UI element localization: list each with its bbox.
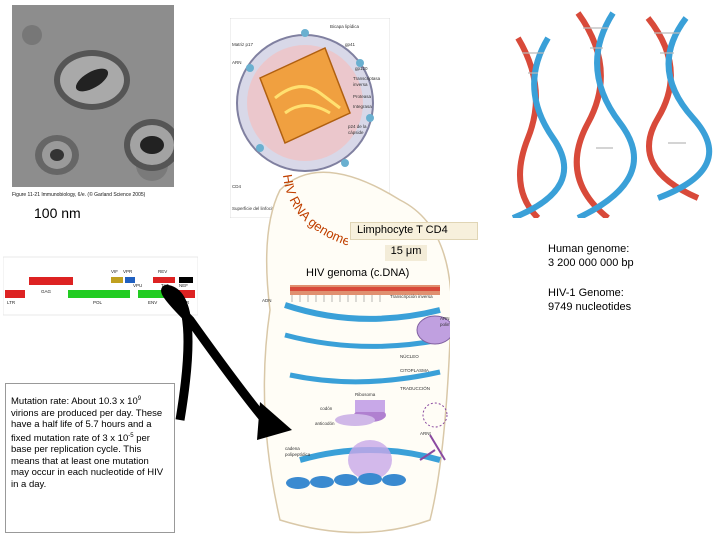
hiv1-genome-size: 9749 nucleotides xyxy=(548,301,632,313)
svg-text:cápside: cápside xyxy=(348,130,364,135)
dna-double-helix xyxy=(508,8,718,221)
svg-text:codón: codón xyxy=(320,406,333,411)
mutation-exponent-1: 9 xyxy=(137,396,142,402)
mutation-text-1: Mutation rate: About 10.3 x 10 xyxy=(11,396,138,408)
svg-text:ARN: ARN xyxy=(232,60,242,65)
svg-text:NÚCLEO: NÚCLEO xyxy=(400,353,419,359)
cdna-label: HIV genoma (c.DNA) xyxy=(306,267,410,279)
scale-label: 100 nm xyxy=(34,205,81,221)
hiv-rna-genome-text: HIV RNA genome xyxy=(280,173,353,248)
svg-text:ARNt: ARNt xyxy=(420,431,432,436)
svg-text:Transcripción inversa: Transcripción inversa xyxy=(390,294,433,299)
svg-text:cadena: cadena xyxy=(285,446,300,451)
human-genome-title: Human genome: xyxy=(548,243,630,255)
em-caption: Figure 11-21 Immunobiology, 6/e. (© Garl… xyxy=(12,192,146,198)
svg-text:NEF: NEF xyxy=(179,283,188,288)
lymphocyte-cell-diagram: Transcripción inversa ADN ARN polimerasa… xyxy=(260,160,463,540)
svg-text:gp120: gp120 xyxy=(355,66,368,71)
svg-text:GAG: GAG xyxy=(41,289,52,294)
svg-text:ADN: ADN xyxy=(262,298,272,303)
svg-text:polimerasa: polimerasa xyxy=(440,322,450,327)
svg-text:VPR: VPR xyxy=(123,269,133,274)
svg-text:p24 de la: p24 de la xyxy=(348,124,367,129)
svg-text:Ribosoma: Ribosoma xyxy=(355,392,376,397)
svg-text:polipeptídica: polipeptídica xyxy=(285,452,311,457)
mutation-rate-note: Mutation rate: About 10.3 x 109 virions … xyxy=(5,383,175,533)
mutation-text-3: per base per replication cycle. This mea… xyxy=(11,432,164,490)
svg-text:anticodón: anticodón xyxy=(315,421,335,426)
hiv-rna-genome-label: HIV RNA genome xyxy=(278,170,353,255)
svg-text:Matriz p17: Matriz p17 xyxy=(232,42,254,47)
human-genome-label: Human genome: 3 200 000 000 bp xyxy=(548,242,634,270)
svg-text:ARN: ARN xyxy=(440,316,450,321)
svg-text:VIF: VIF xyxy=(111,269,118,274)
svg-text:Bicapa lipídica: Bicapa lipídica xyxy=(330,24,360,29)
svg-text:TRADUCCIÓN: TRADUCCIÓN xyxy=(400,385,430,391)
hiv1-genome-title: HIV-1 Genome: xyxy=(548,287,624,299)
svg-text:inversa: inversa xyxy=(353,82,368,87)
svg-text:Proteasa: Proteasa xyxy=(353,94,372,99)
cell-size-label: 15 μm xyxy=(385,245,427,261)
mutation-exponent-2: -5 xyxy=(128,432,134,439)
svg-text:LTR: LTR xyxy=(7,300,16,305)
svg-text:ENV: ENV xyxy=(148,300,157,305)
svg-text:HIV RNA genome: HIV RNA genome xyxy=(280,173,348,248)
svg-text:REV: REV xyxy=(158,269,167,274)
svg-text:gp41: gp41 xyxy=(345,42,356,47)
svg-text:POL: POL xyxy=(93,300,103,305)
svg-text:Superficie del linfocito T: Superficie del linfocito T xyxy=(232,206,280,211)
svg-text:CITOPLASMA: CITOPLASMA xyxy=(400,368,429,373)
electron-micrograph xyxy=(12,5,174,203)
svg-text:Integrasa: Integrasa xyxy=(353,104,372,109)
cd4-label: Limphocyte T CD4 xyxy=(350,222,478,240)
human-genome-size: 3 200 000 000 bp xyxy=(548,257,634,269)
svg-text:CD4: CD4 xyxy=(232,184,241,189)
replication-arrow xyxy=(161,284,292,440)
svg-text:VPU: VPU xyxy=(133,283,142,288)
mutation-text-2: virions are produced per day. These have… xyxy=(11,407,163,444)
hiv1-genome-label: HIV-1 Genome: 9749 nucleotides xyxy=(548,286,631,314)
svg-text:Transcriptasa: Transcriptasa xyxy=(353,76,381,81)
